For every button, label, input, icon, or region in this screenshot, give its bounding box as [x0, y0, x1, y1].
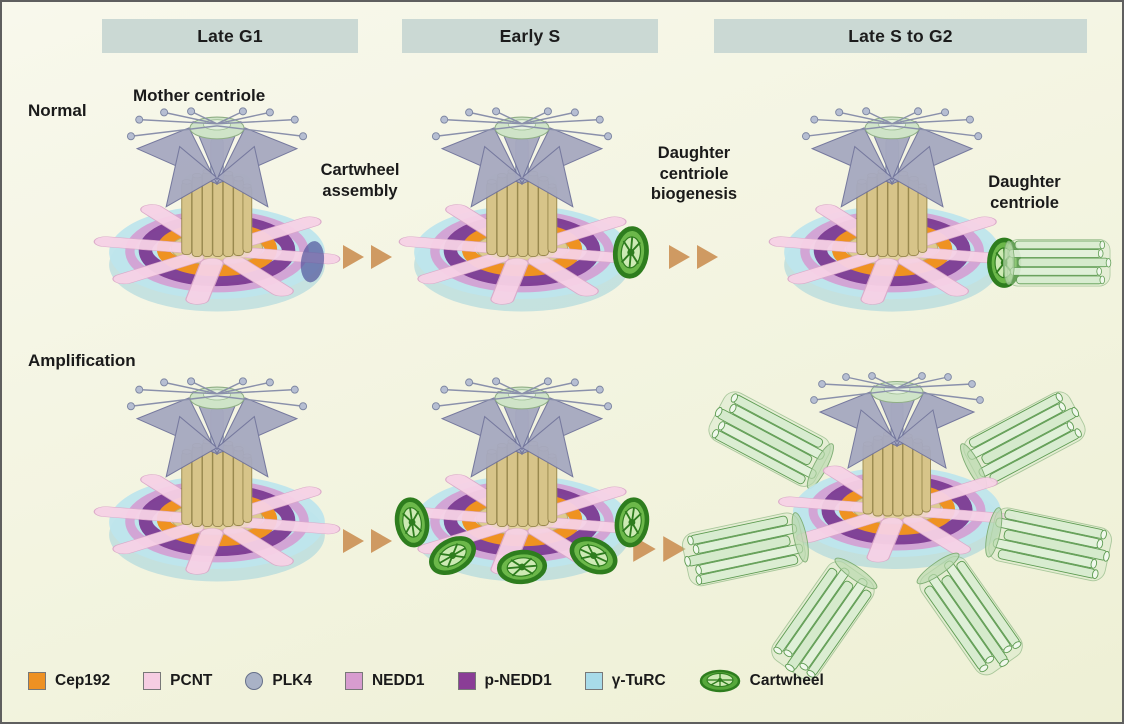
- legend-label-plk4: PLK4: [272, 672, 312, 689]
- cartwheel-graphic: [613, 227, 648, 277]
- legend-label-nedd1: NEDD1: [371, 672, 425, 689]
- cartwheel-assembly-label: Cartwheel assembly: [320, 161, 400, 200]
- cep192-swatch: [28, 672, 46, 690]
- pcnt-swatch: [143, 672, 162, 690]
- daughter-centriole-graphic: [1003, 239, 1112, 287]
- centriole-amplification-late-g1: [77, 377, 357, 590]
- legend-label-p-nedd1: p-NEDD1: [484, 672, 552, 689]
- row-label-normal: Normal: [28, 101, 87, 120]
- daughter-centriole-graphic: [678, 509, 813, 589]
- legend-label-cep192: Cep192: [55, 672, 111, 689]
- cartwheel-graphic: [498, 550, 546, 584]
- plk4-swatch: [245, 672, 264, 690]
- daughter-centriole-graphic: [703, 386, 840, 494]
- legend-item-cep192: Cep192: [28, 672, 110, 690]
- arrows-normal-daughter-biogenesis: [669, 245, 718, 269]
- phase-header-early-s: Early S: [402, 19, 658, 53]
- cartwheel-icon: [699, 669, 740, 693]
- arrows-amplification-1: [343, 529, 392, 553]
- legend-label-pcnt: PCNT: [170, 672, 213, 689]
- p-nedd1-swatch: [457, 672, 476, 690]
- phase-header-late-g1: Late G1: [102, 19, 358, 53]
- daughter-centriole-graphic: [981, 504, 1116, 584]
- legend-item-nedd1: NEDD1: [344, 672, 425, 690]
- legend-item-p-nedd1: p-NEDD1: [457, 672, 552, 690]
- centriole-with-multiple-cartwheels-amplification-early-s: [382, 377, 662, 590]
- plk4-focus: [300, 241, 325, 283]
- legend-item-pcnt: PCNT: [143, 672, 212, 690]
- daughter-centriole-graphic: [911, 547, 1029, 681]
- mother-centriole-normal-late-g1: [77, 107, 357, 320]
- arrows-normal-cartwheel-assembly: [343, 245, 392, 269]
- phase-header-late-s-to-g2: Late S to G2: [714, 19, 1087, 53]
- daughter-centriole-graphic: [954, 386, 1091, 494]
- legend-item-plk4: PLK4: [245, 672, 312, 690]
- daughter-centriole-label: Daughter centriole: [988, 173, 1061, 212]
- centriole-with-daughter-normal-late-s-g2: [752, 107, 1112, 320]
- mother-centriole-label: Mother centriole: [133, 86, 266, 105]
- gamma-turc-swatch: [584, 672, 603, 690]
- nedd1-swatch: [344, 672, 363, 690]
- centriole-with-cartwheel-normal-early-s: [382, 107, 662, 320]
- legend: Cep192 PCNT PLK4 NEDD1 p-NEDD1 γ-TuRC: [28, 668, 824, 694]
- daughter-centriole-graphic: [765, 552, 883, 686]
- centriole-with-multiple-daughters-amplification-late-s-g2: [678, 317, 1116, 686]
- legend-item-cartwheel: Cartwheel: [699, 668, 824, 694]
- legend-label-cartwheel: Cartwheel: [749, 672, 824, 689]
- row-label-amplification: Amplification: [28, 351, 136, 370]
- legend-item-gamma-turc: γ-TuRC: [584, 672, 666, 690]
- legend-label-gamma-turc: γ-TuRC: [611, 672, 666, 689]
- daughter-centriole-biogenesis-label: Daughter centriole biogenesis: [650, 144, 738, 204]
